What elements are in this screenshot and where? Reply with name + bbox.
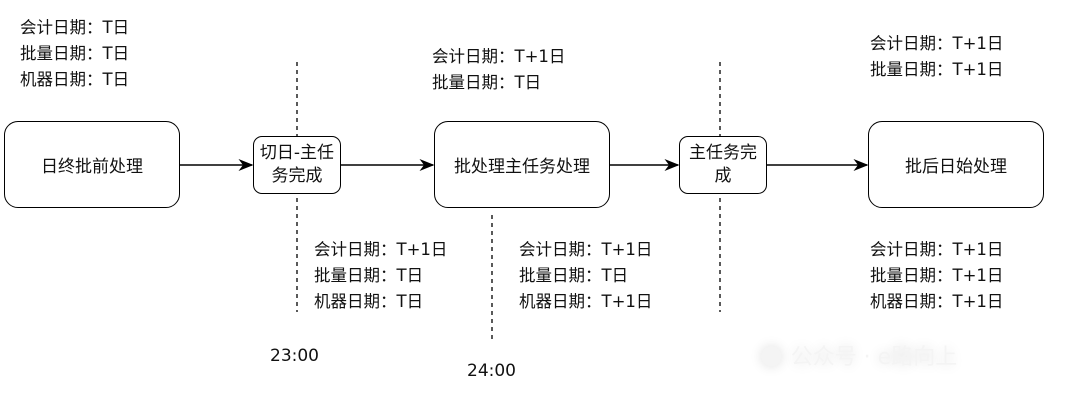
node-main-batch[interactable]: 批处理主任务处理: [434, 121, 610, 208]
date-line: 机器日期：T日: [314, 292, 424, 311]
dates-top-middle: 会计日期：T+1日 批量日期：T日: [432, 44, 565, 96]
dates-bottom-middle: 会计日期：T+1日 批量日期：T日 机器日期：T+1日: [519, 237, 652, 315]
watermark-text: 公众号 · e路向上: [790, 345, 958, 370]
date-line: 会计日期：T+1日: [432, 47, 566, 66]
watermark: ● 公众号 · e路向上: [760, 335, 1060, 375]
date-line: 会计日期：T+1日: [314, 240, 448, 259]
time-label-2300: 23:00: [270, 346, 319, 366]
date-line: 会计日期：T+1日: [870, 34, 1004, 53]
dates-top-right: 会计日期：T+1日 批量日期：T+1日: [870, 31, 1003, 83]
date-line: 批量日期：T日: [519, 266, 629, 285]
node-pre-batch[interactable]: 日终批前处理: [4, 121, 180, 208]
node-main-done[interactable]: 主任务完成: [679, 136, 767, 194]
date-line: 批量日期：T日: [20, 44, 130, 63]
date-line: 会计日期：T+1日: [519, 240, 653, 259]
node-post-batch[interactable]: 批后日始处理: [868, 121, 1044, 208]
dates-top-left: 会计日期：T日 批量日期：T日 机器日期：T日: [20, 15, 129, 93]
date-line: 批量日期：T日: [314, 266, 424, 285]
time-label-2400: 24:00: [467, 361, 516, 381]
date-line: 会计日期：T+1日: [870, 240, 1004, 259]
wechat-icon: ●: [760, 340, 783, 370]
date-line: 批量日期：T日: [432, 73, 542, 92]
date-line: 机器日期：T+1日: [519, 292, 653, 311]
dates-bottom-left: 会计日期：T+1日 批量日期：T日 机器日期：T日: [314, 237, 447, 315]
date-line: 批量日期：T+1日: [870, 266, 1004, 285]
node-day-switch[interactable]: 切日-主任务完成: [253, 136, 341, 194]
date-line: 会计日期：T日: [20, 18, 130, 37]
dates-bottom-right: 会计日期：T+1日 批量日期：T+1日 机器日期：T+1日: [870, 237, 1003, 315]
date-line: 机器日期：T+1日: [870, 292, 1004, 311]
date-line: 批量日期：T+1日: [870, 60, 1004, 79]
date-line: 机器日期：T日: [20, 70, 130, 89]
